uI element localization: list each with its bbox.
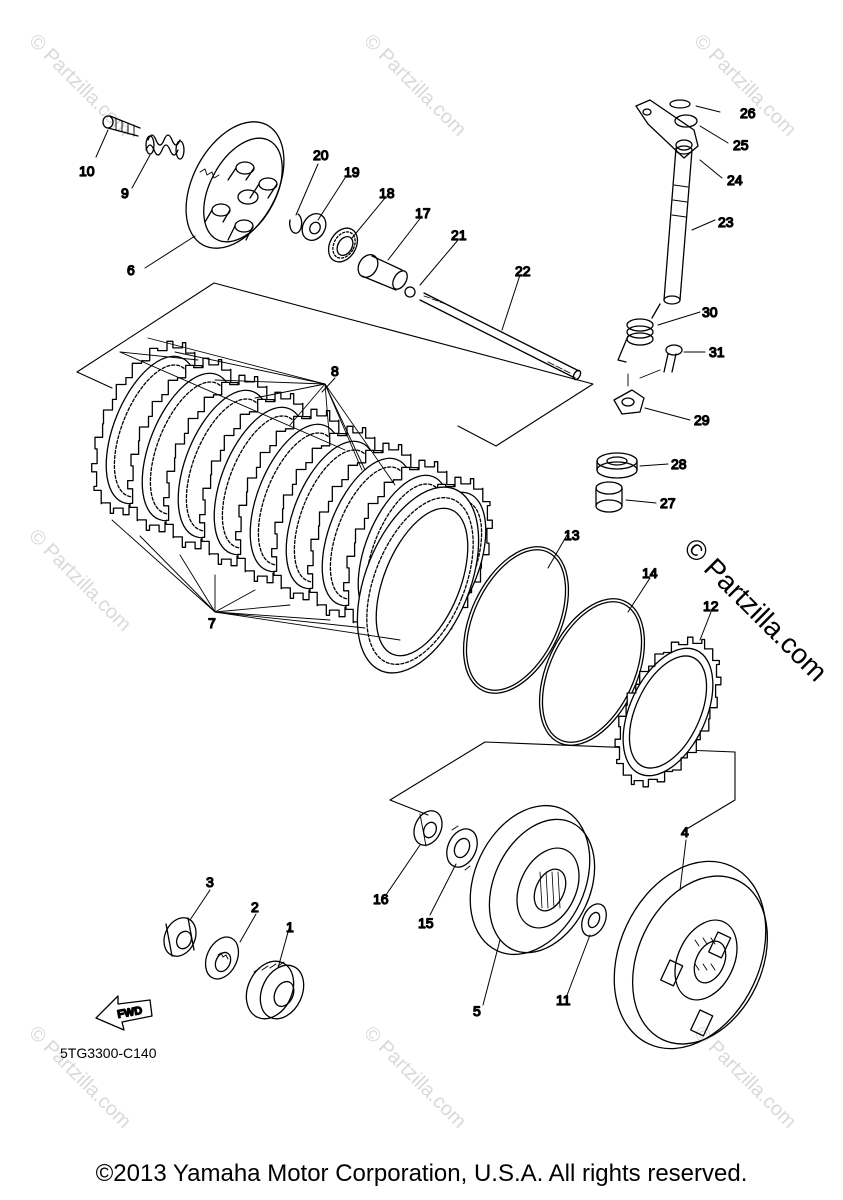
callout-6: 6 [127,262,135,278]
leader-line [325,384,395,485]
nut-icon [158,913,202,962]
callout-27: 27 [660,495,676,511]
fwd-label: FWD [116,1005,143,1021]
diagram-code: 5TG3300-C140 [60,1045,157,1061]
callout-26: 26 [740,105,756,121]
clutch-boss-icon [447,786,615,974]
leader-line [215,605,290,612]
callout-30: 30 [702,304,718,320]
callout-29: 29 [694,412,710,428]
callout-12: 12 [703,598,719,614]
callout-31: 31 [709,344,725,360]
leader-line [325,384,365,470]
lock-nut-icon [409,806,448,850]
leader-line [215,590,255,612]
leader-line [215,612,400,640]
callout-7: 7 [208,615,216,631]
callout-14: 14 [642,565,658,581]
leader-line [255,384,325,398]
callout-3: 3 [206,874,214,890]
copyright-notice: ©2013 Yamaha Motor Corporation, U.S.A. A… [95,1160,748,1187]
callout-18: 18 [379,185,395,201]
callout-8: 8 [331,363,339,379]
leader-line [112,520,215,612]
callout-15: 15 [418,915,434,931]
leader-line [120,352,198,360]
callout-16: 16 [373,891,389,907]
leader-line [290,384,325,425]
leader-line [120,352,345,450]
callout-22: 22 [515,263,531,279]
washer-icon [297,209,330,244]
plate-12-inner-ring [605,634,731,789]
leader-line [215,612,365,628]
callout-9: 9 [121,185,129,201]
wire-ring-icon [442,530,665,761]
plain-plate-inner [358,495,487,668]
callout-labels: 1 2 3 4 5 6 7 8 9 10 11 12 13 14 15 16 1… [78,104,756,1019]
plain-plate-outer [333,470,503,691]
plate-outline [615,637,721,787]
spring-icon [146,135,184,159]
push-rod-long-icon [420,293,582,381]
callout-20: 20 [313,147,329,163]
callout-24: 24 [727,172,743,188]
plate-12-inner [614,644,723,780]
oil-seal-icon [597,453,637,478]
ball-icon [405,287,415,297]
fwd-arrow-icon [96,996,152,1030]
lever-plate-icon [614,370,660,414]
plain-plate-inner-teeth [345,483,494,680]
callout-1: 1 [286,919,294,935]
group-outline-plates [77,283,593,446]
primary-gear-icon [237,954,312,1027]
callout-19: 19 [344,164,360,180]
leader-line [215,612,330,620]
bearing-icon [323,223,364,267]
callout-13: 13 [564,527,580,543]
leader-line [148,338,325,384]
bolt-icon [664,345,682,372]
leader-line [325,384,330,445]
callout-17: 17 [415,205,431,221]
leader-line [140,536,215,612]
callout-2: 2 [251,899,259,915]
leader-line [325,384,362,470]
lock-washer-icon [441,824,483,872]
callout-10: 10 [79,163,95,179]
callout-25: 25 [733,137,749,153]
torsion-spring-icon [618,304,660,362]
callout-4: 4 [681,824,689,840]
circlip-icon [290,214,302,233]
push-rod-icon [354,251,410,292]
callout-28: 28 [671,456,687,472]
shaft-icon [664,146,692,304]
callout-5: 5 [473,1003,481,1019]
clutch-plate-stack [88,341,505,690]
callout-23: 23 [718,214,734,230]
callout-21: 21 [451,227,467,243]
lock-washer-icon [199,932,245,985]
callout-11: 11 [556,992,571,1008]
leader-lines [96,106,728,1005]
leader-lines-fan [112,338,400,640]
friction-plate-icon [605,634,731,789]
leader-line [180,555,215,612]
lever-icon [636,100,698,158]
thrust-washer-icon [577,900,611,940]
bolt-icon [103,116,140,136]
leader-line [175,352,325,384]
group-outline-hub [390,742,735,830]
pressure-plate-icon [166,105,304,265]
bushing-icon [596,482,622,512]
leader-line [215,380,325,384]
clutch-housing-icon [585,837,795,1074]
